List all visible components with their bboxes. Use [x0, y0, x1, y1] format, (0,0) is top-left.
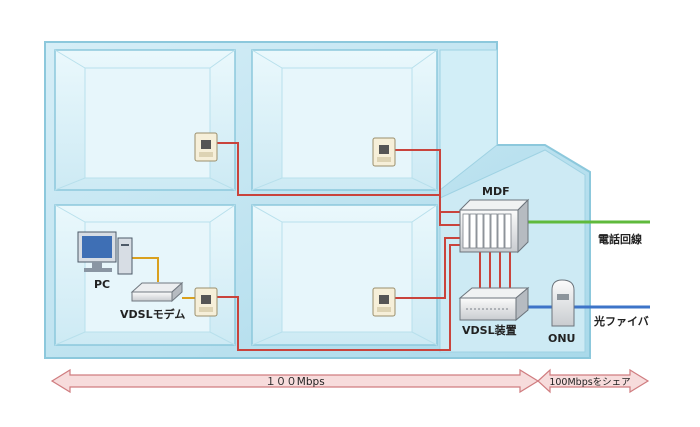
mdf-label: MDF [482, 185, 510, 198]
pc-icon [77, 231, 133, 275]
mdf-icon [458, 198, 530, 254]
pc-label: PC [94, 278, 110, 291]
utp-cables [215, 142, 511, 351]
speed-arrow-indoor: １００Mbps [50, 368, 540, 394]
cable-room-top-left [215, 142, 460, 226]
room-top-right [251, 49, 438, 191]
wall-jack-icon [194, 132, 218, 162]
vdsl-modem-icon [130, 281, 184, 303]
cable-room-bottom-right [395, 237, 460, 299]
speed-indoor-label: １００Mbps [265, 376, 324, 388]
onu-icon [551, 279, 575, 327]
room-bottom-left [54, 204, 236, 346]
onu-label: ONU [548, 332, 576, 345]
pc-cable [128, 257, 159, 282]
wall-jack-icon [194, 287, 218, 317]
speed-arrow-shared: 100Mbpsをシェア [537, 368, 650, 394]
phone-line-label: 電話回線 [598, 232, 642, 246]
room-bottom-right [251, 204, 438, 346]
cable-room-bottom-left [215, 244, 460, 351]
vdsl-modem-label: VDSLモデム [120, 307, 185, 321]
vdsl-device-icon [458, 286, 530, 322]
room-top-left [54, 49, 236, 191]
vdsl-device-label: VDSL装置 [462, 323, 517, 337]
speed-shared-label: 100Mbpsをシェア [549, 377, 630, 388]
wall-jack-icon [372, 287, 396, 317]
building-side-upper [439, 49, 498, 192]
cable-room-top-right [395, 149, 460, 213]
wall-jack-icon [372, 137, 396, 167]
optical-fiber-label: 光ファイバ [593, 314, 649, 328]
